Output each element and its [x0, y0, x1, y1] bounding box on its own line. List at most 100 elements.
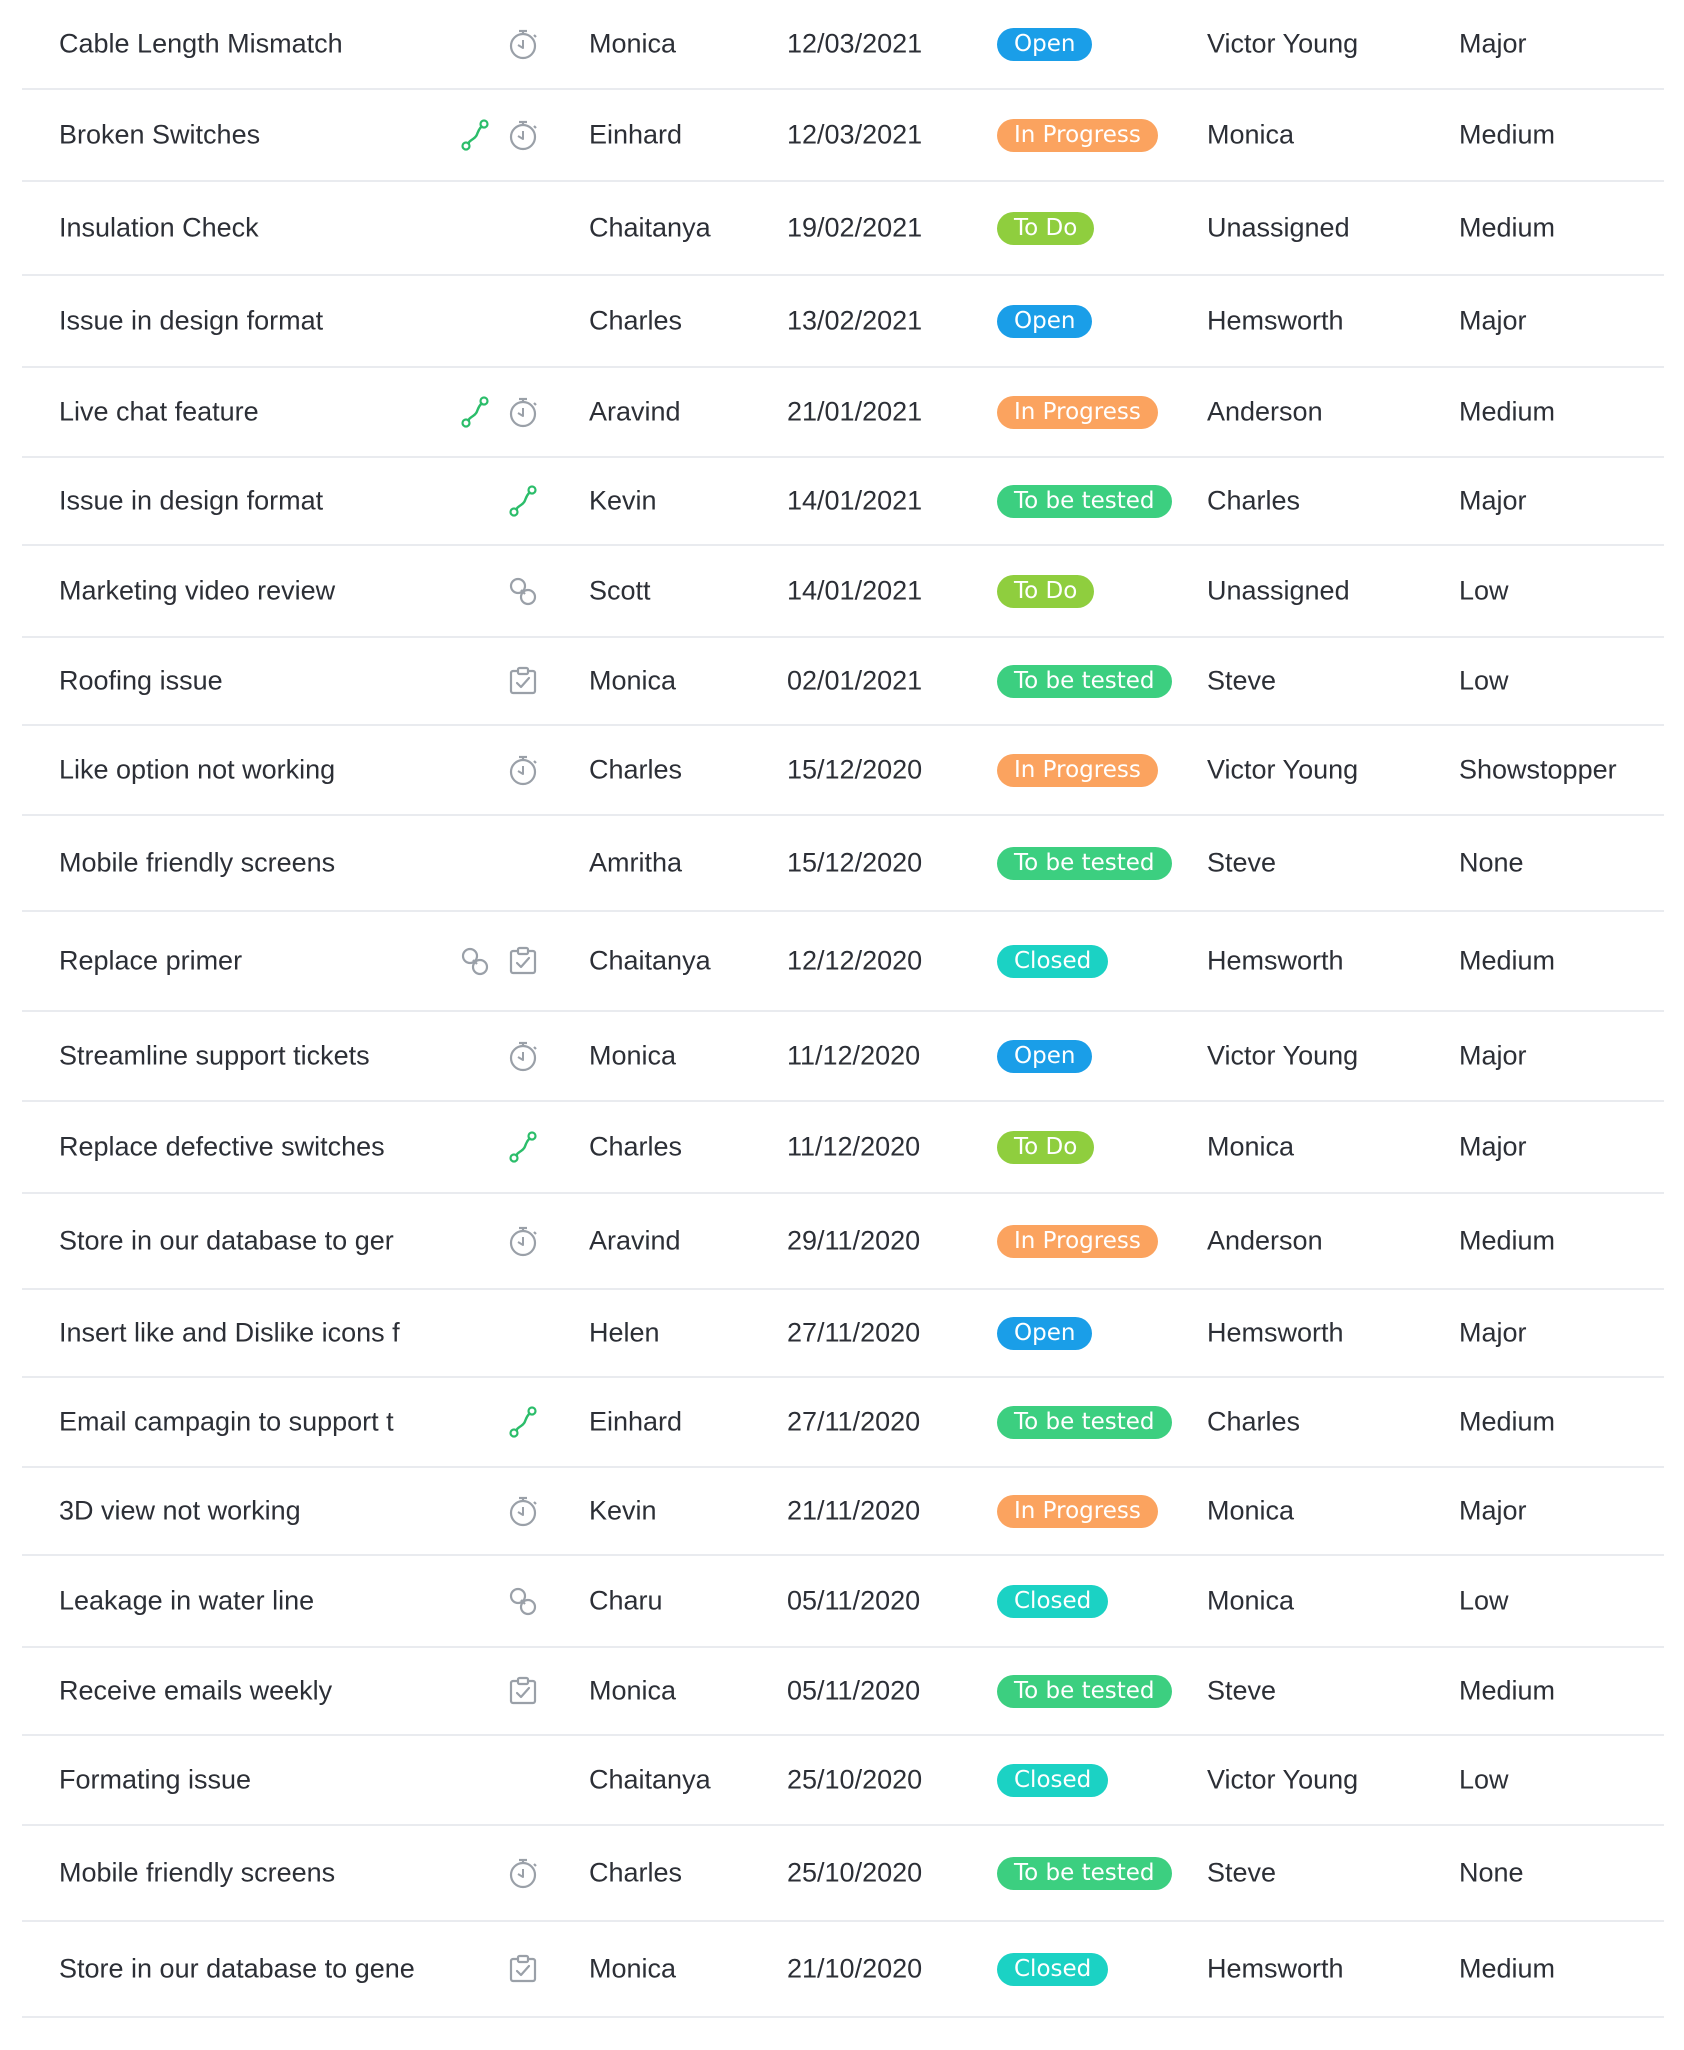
blueprint-icon[interactable]: [505, 483, 541, 519]
issue-title[interactable]: Roofing issue: [59, 665, 223, 696]
issue-title[interactable]: Replace defective switches: [59, 1131, 385, 1162]
issue-assignee[interactable]: Unassigned: [1207, 575, 1350, 606]
issue-title[interactable]: Mobile friendly screens: [59, 847, 336, 878]
checklist-icon[interactable]: [505, 1673, 541, 1709]
issue-assignee[interactable]: Victor Young: [1207, 754, 1359, 785]
issue-assignee[interactable]: Unassigned: [1207, 212, 1350, 243]
blueprint-icon[interactable]: [457, 394, 493, 430]
issue-title[interactable]: Formating issue: [59, 1764, 252, 1795]
status-badge[interactable]: Closed: [997, 1953, 1109, 1986]
issue-title[interactable]: Insert like and Dislike icons f: [59, 1317, 400, 1348]
status-badge[interactable]: To Do: [997, 575, 1095, 608]
status-badge[interactable]: In Progress: [997, 1495, 1158, 1528]
issue-title[interactable]: Insulation Check: [59, 212, 259, 243]
issue-assignee[interactable]: Hemsworth: [1207, 1317, 1344, 1348]
issue-title[interactable]: Streamline support tickets: [59, 1040, 370, 1071]
issue-assignee[interactable]: Hemsworth: [1207, 945, 1344, 976]
issue-title[interactable]: Receive emails weekly: [59, 1675, 333, 1706]
issue-title[interactable]: 3D view not working: [59, 1495, 301, 1526]
timer-icon[interactable]: [505, 117, 541, 153]
checklist-icon[interactable]: [505, 1951, 541, 1987]
status-badge[interactable]: To be tested: [997, 665, 1172, 698]
status-badge[interactable]: In Progress: [997, 396, 1158, 429]
status-badge[interactable]: Closed: [997, 1585, 1109, 1618]
timer-icon[interactable]: [505, 1493, 541, 1529]
checklist-icon[interactable]: [505, 663, 541, 699]
issue-assignee[interactable]: Monica: [1207, 1585, 1295, 1616]
issue-assignee[interactable]: Victor Young: [1207, 1040, 1359, 1071]
blueprint-icon[interactable]: [505, 1129, 541, 1165]
timer-icon[interactable]: [505, 394, 541, 430]
status-badge[interactable]: Open: [997, 1040, 1093, 1073]
issue-title[interactable]: Broken Switches: [59, 119, 261, 150]
timer-icon[interactable]: [505, 1038, 541, 1074]
timer-icon[interactable]: [505, 1223, 541, 1259]
issue-assignee[interactable]: Monica: [1207, 119, 1295, 150]
issue-title[interactable]: Email campagin to support t: [59, 1406, 394, 1437]
blueprint-icon[interactable]: [457, 117, 493, 153]
status-badge[interactable]: In Progress: [997, 119, 1158, 152]
status-badge[interactable]: Open: [997, 28, 1093, 61]
timer-icon[interactable]: [505, 1855, 541, 1891]
link-icon[interactable]: [505, 573, 541, 609]
issue-assignee[interactable]: Anderson: [1207, 396, 1323, 427]
issue-title[interactable]: Replace primer: [59, 945, 243, 976]
status-badge[interactable]: To be tested: [997, 1406, 1172, 1439]
issue-title[interactable]: Store in our database to ger: [59, 1225, 394, 1256]
status-badge[interactable]: Closed: [997, 1764, 1109, 1797]
issue-title[interactable]: Issue in design format: [59, 485, 324, 516]
link-icon[interactable]: [505, 1583, 541, 1619]
issue-title[interactable]: Issue in design format: [59, 305, 324, 336]
issue-assignee[interactable]: Anderson: [1207, 1225, 1323, 1256]
status-badge[interactable]: Open: [997, 1317, 1093, 1350]
issue-title[interactable]: Live chat feature: [59, 396, 259, 427]
status-badge[interactable]: In Progress: [997, 754, 1158, 787]
issue-assignee[interactable]: Monica: [1207, 1495, 1295, 1526]
issue-assignee[interactable]: Steve: [1207, 1857, 1277, 1888]
status-badge[interactable]: To Do: [997, 212, 1095, 245]
status-badge[interactable]: To be tested: [997, 1675, 1172, 1708]
issue-assignee[interactable]: Steve: [1207, 1675, 1277, 1706]
issue-assignee[interactable]: Victor Young: [1207, 1764, 1359, 1795]
timer-icon[interactable]: [505, 752, 541, 788]
issue-title[interactable]: Like option not working: [59, 754, 336, 785]
issue-assignee[interactable]: Charles: [1207, 485, 1301, 516]
issue-title[interactable]: Mobile friendly screens: [59, 1857, 336, 1888]
issue-assignee[interactable]: Charles: [1207, 1406, 1301, 1437]
issue-assignee[interactable]: Victor Young: [1207, 28, 1359, 59]
issue-title[interactable]: Marketing video review: [59, 575, 336, 606]
issue-assignee[interactable]: Steve: [1207, 847, 1277, 878]
checklist-icon[interactable]: [505, 943, 541, 979]
status-badge[interactable]: To Do: [997, 1131, 1095, 1164]
status-badge[interactable]: To be tested: [997, 485, 1172, 518]
blueprint-icon[interactable]: [505, 1404, 541, 1440]
status-badge[interactable]: Closed: [997, 945, 1109, 978]
issue-title[interactable]: Cable Length Mismatch: [59, 28, 343, 59]
issue-title[interactable]: Store in our database to gene: [59, 1953, 415, 1984]
status-badge[interactable]: To be tested: [997, 1857, 1172, 1890]
issue-title[interactable]: Leakage in water line: [59, 1585, 315, 1616]
issue-assignee[interactable]: Hemsworth: [1207, 1953, 1344, 1984]
